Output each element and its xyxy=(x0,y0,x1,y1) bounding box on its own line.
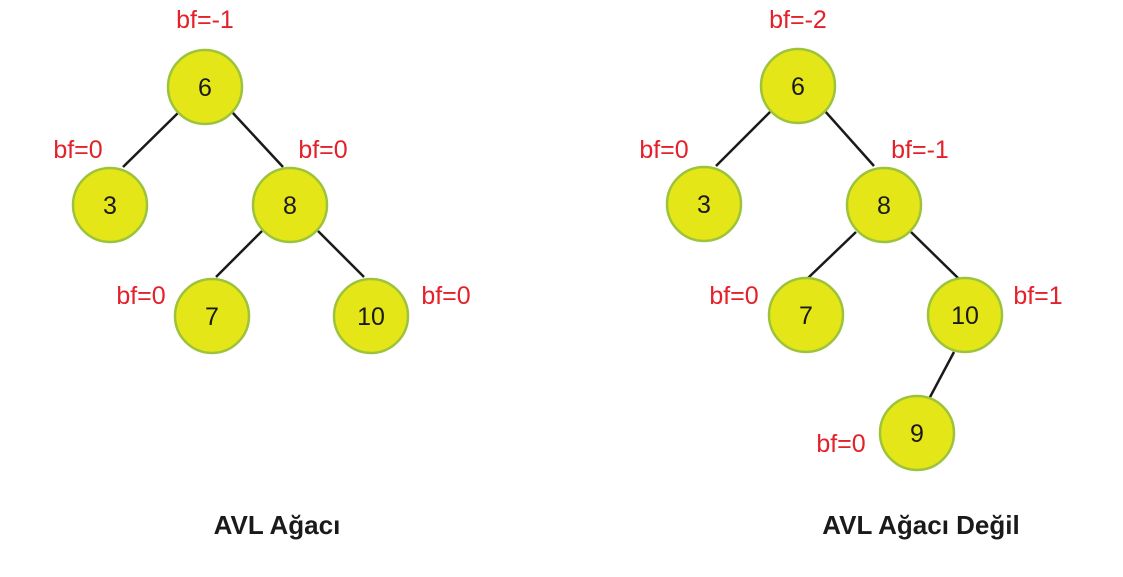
node-value: 3 xyxy=(697,191,711,219)
bf-label-3: bf=0 xyxy=(53,136,102,164)
bf-label-6: bf=-2 xyxy=(769,6,827,34)
edge-8-7 xyxy=(215,230,263,278)
bf-label-3: bf=0 xyxy=(639,136,688,164)
node-3: 3 xyxy=(665,165,743,243)
bf-label-7: bf=0 xyxy=(709,282,758,310)
node-10: 10 xyxy=(926,276,1004,354)
node-value: 8 xyxy=(283,192,297,220)
bf-label-10: bf=0 xyxy=(421,282,470,310)
edge-6-3 xyxy=(715,109,773,167)
node-7: 7 xyxy=(173,277,251,355)
bf-label-7: bf=0 xyxy=(116,282,165,310)
node-6: 6 xyxy=(166,48,244,126)
tree-avl: 6 3 8 7 10 bf=-1 bf=0 bf=0 bf=0 bf=0 AVL… xyxy=(53,6,470,540)
edge-6-8 xyxy=(231,111,284,168)
node-8: 8 xyxy=(251,166,329,244)
tree-not-avl: 6 3 8 7 10 9 bf=-2 bf=0 bf=-1 bf=0 bf=1 … xyxy=(639,6,1062,540)
edge-8-7 xyxy=(807,231,857,279)
node-value: 3 xyxy=(103,192,117,220)
node-6: 6 xyxy=(759,47,837,125)
node-value: 8 xyxy=(877,192,891,220)
bf-label-9: bf=0 xyxy=(816,430,865,458)
node-value: 10 xyxy=(951,302,979,330)
node-3: 3 xyxy=(71,166,149,244)
node-9: 9 xyxy=(878,394,956,472)
node-value: 7 xyxy=(799,302,813,330)
node-value: 9 xyxy=(910,420,924,448)
node-7: 7 xyxy=(767,276,845,354)
node-10: 10 xyxy=(332,277,410,355)
edge-8-10 xyxy=(317,230,365,278)
edge-10-9 xyxy=(927,351,956,400)
bf-label-6: bf=-1 xyxy=(176,6,234,34)
node-value: 7 xyxy=(205,303,219,331)
edge-6-3 xyxy=(122,111,180,168)
bf-label-8: bf=-1 xyxy=(891,136,949,164)
bf-label-10: bf=1 xyxy=(1013,282,1062,310)
edge-8-10 xyxy=(910,231,959,279)
edge-6-8 xyxy=(823,109,875,167)
node-8: 8 xyxy=(845,166,923,244)
node-value: 10 xyxy=(357,303,385,331)
node-value: 6 xyxy=(791,73,805,101)
node-value: 6 xyxy=(198,74,212,102)
tree-caption: AVL Ağacı Değil xyxy=(822,510,1019,540)
tree-caption: AVL Ağacı xyxy=(214,510,341,540)
bf-label-8: bf=0 xyxy=(298,136,347,164)
